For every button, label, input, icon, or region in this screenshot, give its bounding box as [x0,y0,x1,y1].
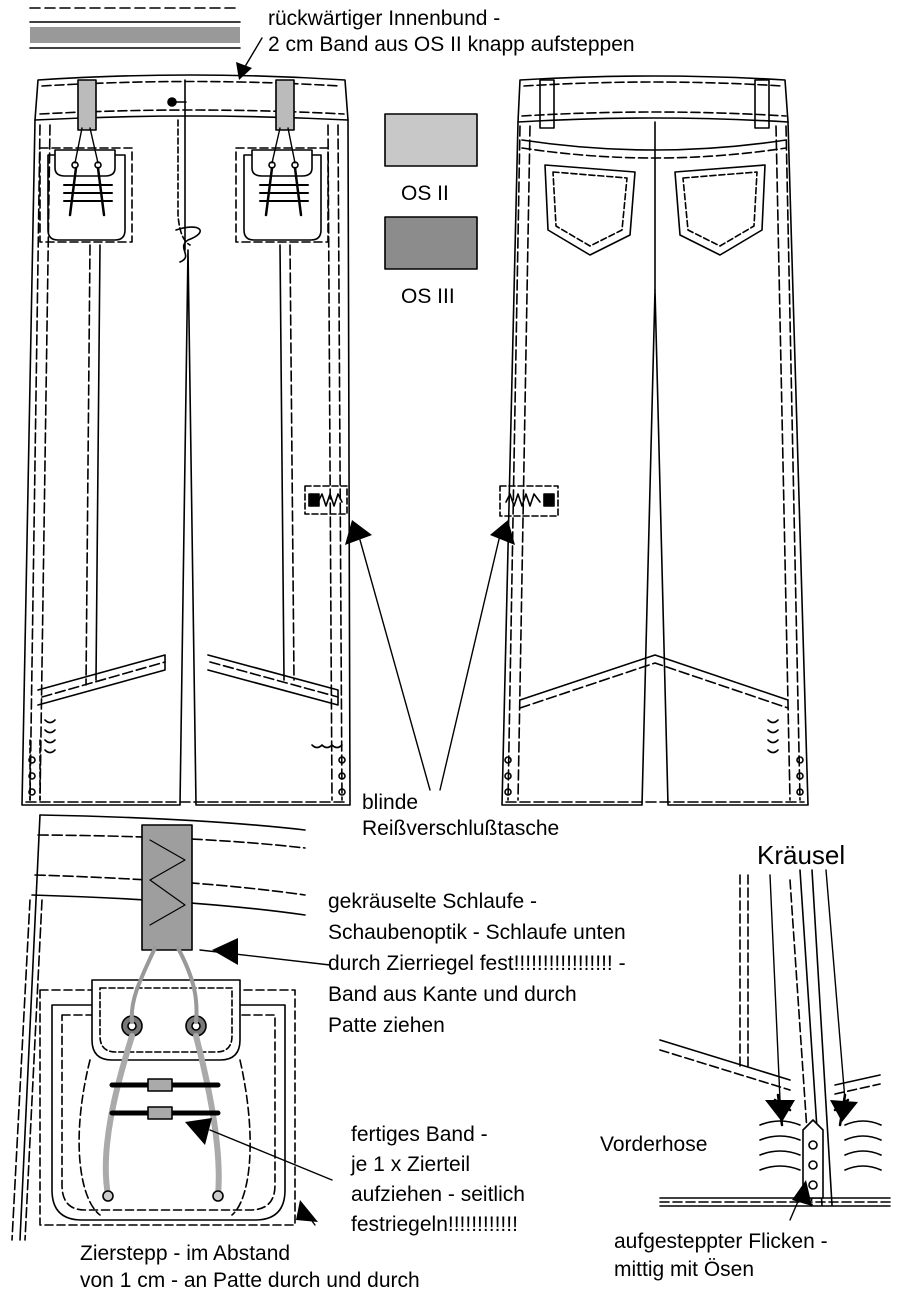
label-line: rückwärtiger Innenbund - [268,7,501,30]
label-zierstepp: Zierstepp - im Abstand von 1 cm - an Pat… [80,1240,420,1294]
label-line: mittig mit Ösen [614,1258,755,1281]
label-blinde: blinde Reißverschlußtasche [362,790,559,842]
label-kraeusel: Kräusel [757,840,846,870]
label-line: aufgesteppter Flicken - [614,1230,828,1253]
legend-label-os3: OS III [401,285,455,308]
back-view-trousers [499,75,809,806]
label-line: Band aus Kante und durch [328,983,577,1006]
label-line: Patte ziehen [328,1014,445,1037]
leader-lines [199,37,846,1226]
label-line: Zierstepp - im Abstand [80,1242,291,1265]
label-line: blinde [362,791,419,814]
label-line: gekräuselte Schlaufe - [328,890,537,913]
label-line: festriegeln!!!!!!!!!!!! [351,1213,518,1236]
waistband-band-swatch [29,7,241,49]
label-line: Reißverschlußtasche [362,817,560,840]
detail-hem-view [659,869,891,1207]
label-line: fertiges Band - [351,1123,488,1146]
label-line: je 1 x Zierteil [351,1153,471,1176]
label-line: von 1 cm - an Patte durch und durch [80,1269,420,1292]
label-band: fertiges Band - je 1 x Zierteil aufziehe… [351,1120,525,1240]
label-schlaufe: gekräuselte Schlaufe - Schaubenoptik - S… [328,886,626,1041]
front-view-trousers [21,74,351,806]
label-line: aufziehen - seitlich [351,1183,525,1206]
label-line: Schaubenoptik - Schlaufe unten [328,921,626,944]
legend-label-os2: OS II [401,182,449,205]
label-flicken: aufgesteppter Flicken - mittig mit Ösen [614,1228,828,1284]
label-line: 2 cm Band aus OS II knapp aufsteppen [268,33,635,56]
detail-pocket-view [11,814,306,1241]
label-line: durch Zierriegel fest!!!!!!!!!!!!!!!!! - [328,952,626,975]
label-innenbund: rückwärtiger Innenbund - 2 cm Band aus O… [268,6,635,58]
label-vorderhose: Vorderhose [600,1133,708,1156]
legend-swatches [384,113,478,270]
leader-arrowheads [185,62,858,1222]
